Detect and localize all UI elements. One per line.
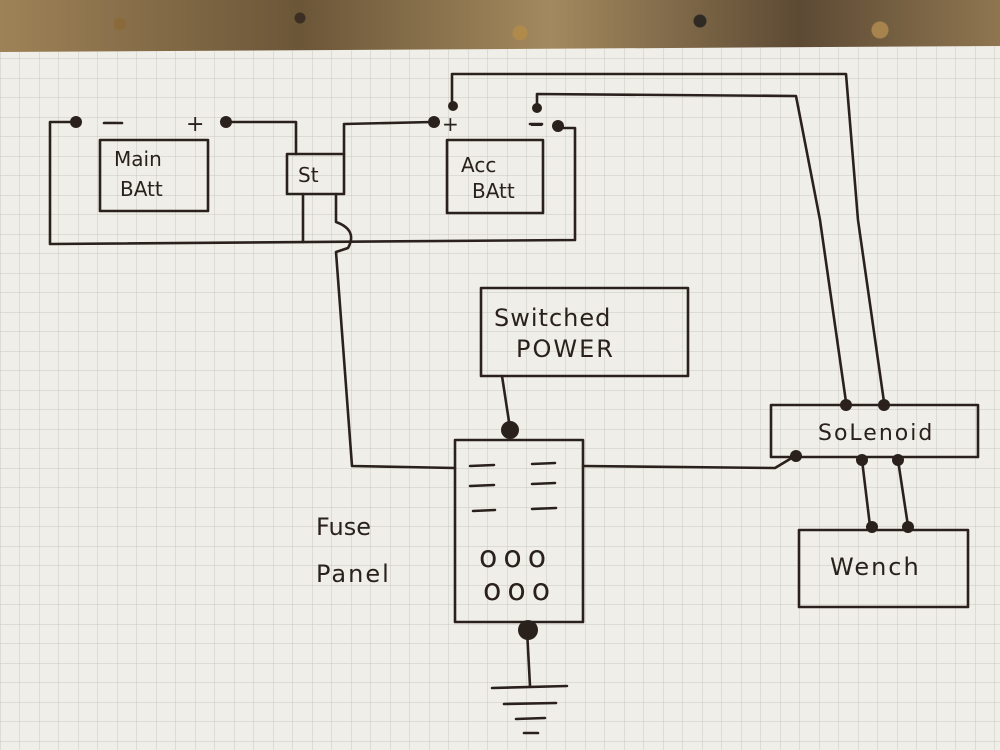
fuse-row-1: ooo xyxy=(479,540,552,575)
ground-symbol xyxy=(490,684,569,735)
terminal-acc-neg xyxy=(552,120,564,132)
terminal-solenoid-b xyxy=(878,399,890,411)
wire-main-positive-to-starter xyxy=(224,120,305,244)
main-battery-box xyxy=(98,138,210,213)
wire-acc-positive-to-solenoid xyxy=(450,72,886,404)
acc-battery-neg-label: − xyxy=(529,115,544,136)
wire-main-negative xyxy=(48,120,577,246)
solenoid-label: SoLenoid xyxy=(818,421,934,446)
terminal-ground xyxy=(518,620,538,640)
wire-fuse-to-solenoid xyxy=(581,454,797,470)
main-battery-neg-label: − xyxy=(102,110,119,134)
wire-solenoid-to-winch-b xyxy=(896,458,910,528)
terminal-winch-b xyxy=(902,521,914,533)
acc-battery-box xyxy=(445,138,545,215)
terminal-winch-a xyxy=(866,521,878,533)
switched-power-box xyxy=(479,286,690,378)
fuse-panel-label-line1: Fuse xyxy=(316,513,371,541)
acc-battery-label-line1: Acc xyxy=(461,153,496,177)
terminal-acc-neg-top xyxy=(532,103,542,113)
solenoid-box xyxy=(769,403,980,459)
terminal-solenoid-e xyxy=(892,454,904,466)
terminal-solenoid-d xyxy=(856,454,868,466)
wire-starter-to-acc-positive xyxy=(342,120,434,156)
switched-power-label-line1: Switched xyxy=(494,304,611,332)
terminal-main-neg xyxy=(70,116,82,128)
terminal-acc-pos xyxy=(428,116,440,128)
winch-label: Wench xyxy=(830,553,921,581)
wire-starter-to-fuse-panel xyxy=(334,192,457,470)
terminal-acc-pos-top xyxy=(448,101,458,111)
wire-switched-power-to-fuse xyxy=(500,374,512,430)
main-battery-label-line2: BAtt xyxy=(120,177,163,201)
acc-battery-pos-label: + xyxy=(442,112,459,136)
wire-acc-negative-to-solenoid xyxy=(535,92,848,404)
winch-box xyxy=(797,528,970,609)
terminal-solenoid-c xyxy=(790,450,802,462)
graph-paper-grid xyxy=(0,46,1000,750)
terminal-main-pos xyxy=(220,116,232,128)
terminal-switched-power xyxy=(501,421,519,439)
fuse-row-2: ooo xyxy=(483,573,556,608)
main-battery-pos-label: + xyxy=(186,112,204,137)
fuse-panel-slots xyxy=(468,461,558,513)
main-battery-label-line1: Main xyxy=(114,147,162,171)
wire-solenoid-to-winch-a xyxy=(860,458,872,528)
terminal-solenoid-a xyxy=(840,399,852,411)
fuse-panel-label-line2: Panel xyxy=(316,560,391,588)
acc-battery-label-line2: BAtt xyxy=(472,179,515,203)
fuse-panel-box xyxy=(453,438,585,624)
starter-box xyxy=(285,152,346,196)
switched-power-label-line2: POWER xyxy=(516,335,615,363)
starter-label: St xyxy=(298,163,319,187)
